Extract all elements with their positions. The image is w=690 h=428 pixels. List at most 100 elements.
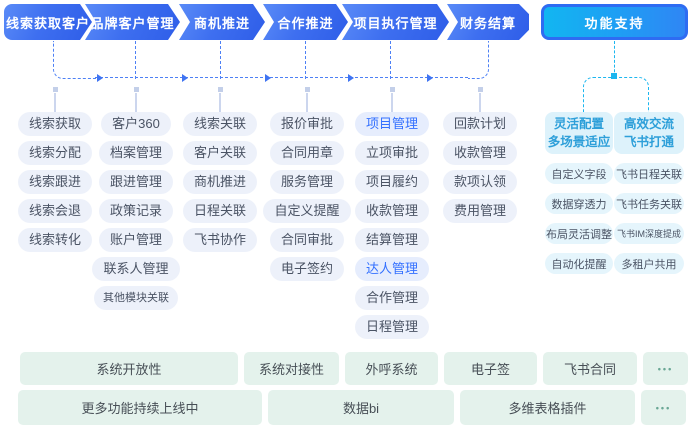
flow-rail-corner-left [53, 41, 96, 79]
feature-pill: 报价审批 [269, 112, 344, 136]
bottom-button: 系统开放性 [20, 352, 238, 385]
flow-stage-4: 合作推进 [263, 4, 348, 40]
flow-rail-drop [390, 41, 391, 79]
bottom-button: 更多功能持续上线中 [18, 390, 262, 425]
feature-pill: 线索获取 [17, 112, 92, 136]
feature-pill: 款项认领 [442, 170, 517, 194]
feature-pill: 商机推进 [182, 170, 257, 194]
feature-column-4: 报价审批合同用章服务管理自定义提醒合同审批电子签约 [252, 112, 362, 281]
bottom-button: 数据bi [268, 390, 454, 425]
flow-rail-drop [220, 41, 221, 79]
feature-column-2: 客户360 档案管理跟进管理政策记录账户管理联系人管理其他模块关联 [81, 112, 191, 310]
feature-pill: 收款管理 [354, 199, 429, 223]
feature-pill: 电子签约 [269, 257, 344, 281]
flow-stage-2: 品牌客户管理 [85, 4, 180, 40]
support-group-1: 灵活配置多场景适应自定义字段数据穿透力布局灵活调整自动化提醒 [545, 112, 613, 274]
more-dots-button: ••• [643, 352, 688, 385]
feature-pill: 联系人管理 [92, 257, 180, 281]
feature-pill: 客户关联 [182, 141, 257, 165]
feature-pill: 线索分配 [17, 141, 92, 165]
support-pill: 自动化提醒 [545, 253, 613, 274]
support-group-2: 高效交流飞书打通飞书日程关联飞书任务关联飞书IM深度提成多租户共用 [614, 112, 684, 274]
column-stem-dot [478, 87, 483, 92]
feature-pill: 服务管理 [269, 170, 344, 194]
rail-arrow-icon [182, 73, 188, 82]
support-pill: 数据穿透力 [545, 193, 613, 214]
feature-pill: 立项审批 [354, 141, 429, 165]
feature-pill: 费用管理 [442, 199, 517, 223]
support-header-line1: 高效交流 [623, 116, 674, 131]
column-stem-dot [218, 87, 223, 92]
support-pill: 自定义字段 [545, 163, 613, 184]
feature-pill: 项目管理 [354, 112, 429, 136]
feature-pill: 日程关联 [182, 199, 257, 223]
column-stem-dot [305, 87, 310, 92]
support-connector-drop [614, 41, 615, 77]
rail-arrow-icon [427, 73, 433, 82]
feature-pill: 跟进管理 [98, 170, 173, 194]
feature-pill: 其他模块关联 [94, 286, 178, 310]
column-stem-dot [390, 87, 395, 92]
feature-pill: 合作管理 [354, 286, 429, 310]
bottom-button: 系统对接性 [244, 352, 339, 385]
support-connector-branch-left [583, 77, 615, 113]
support-pill: 多租户共用 [614, 253, 684, 274]
feature-pill: 自定义提醒 [263, 199, 351, 223]
feature-pill: 合同审批 [269, 228, 344, 252]
feature-pill: 线索跟进 [17, 170, 92, 194]
support-pill: 飞书IM深度提成 [614, 223, 684, 244]
support-pill: 布局灵活调整 [545, 223, 613, 244]
feature-pill: 合同用章 [269, 141, 344, 165]
bottom-row-1: 系统开放性系统对接性外呼系统电子签飞书合同••• [20, 352, 688, 385]
feature-pill: 飞书协作 [182, 228, 257, 252]
feature-pill: 线索会退 [17, 199, 92, 223]
feature-pill: 回款计划 [442, 112, 517, 136]
column-stem [219, 93, 221, 112]
support-pill: 飞书任务关联 [614, 193, 684, 214]
support-header-line2: 飞书打通 [623, 135, 674, 149]
feature-pill: 线索转化 [17, 228, 92, 252]
support-connector-branch-right [614, 77, 649, 113]
support-group-header: 高效交流飞书打通 [614, 112, 684, 154]
flow-rail-drop [135, 41, 136, 79]
rail-arrow-icon [97, 73, 103, 82]
feature-pill: 达人管理 [354, 257, 429, 281]
support-connector-dot [611, 73, 617, 79]
support-header-line2: 多场景适应 [547, 135, 611, 149]
column-stem-dot [134, 87, 139, 92]
feature-pill: 政策记录 [98, 199, 173, 223]
bottom-button: 电子签 [444, 352, 537, 385]
bottom-button: 飞书合同 [543, 352, 637, 385]
feature-pill: 结算管理 [354, 228, 429, 252]
support-button: 功能支持 [541, 4, 688, 40]
column-stem [391, 93, 393, 112]
flow-rail-line [95, 76, 468, 78]
flow-stage-6: 财务结算 [447, 4, 529, 40]
flow-rail-corner-right [468, 41, 489, 79]
feature-pill: 收款管理 [442, 141, 517, 165]
feature-column-1: 线索获取线索分配线索跟进线索会退线索转化 [0, 112, 110, 252]
feature-pill: 档案管理 [98, 141, 173, 165]
support-group-header: 灵活配置多场景适应 [545, 112, 613, 154]
column-stem [306, 93, 308, 112]
flow-stage-1: 线索获取客户 [4, 4, 92, 40]
column-stem [479, 93, 481, 112]
feature-column-6: 回款计划收款管理款项认领费用管理 [425, 112, 535, 223]
rail-arrow-icon [265, 73, 271, 82]
feature-pill: 项目履约 [354, 170, 429, 194]
feature-pill: 客户360 [101, 112, 171, 136]
more-dots-button: ••• [641, 390, 686, 425]
feature-pill: 日程管理 [354, 315, 429, 339]
column-stem [54, 93, 56, 112]
flow-rail-drop [305, 41, 306, 79]
support-header-line1: 灵活配置 [553, 116, 604, 131]
bottom-button: 外呼系统 [345, 352, 438, 385]
support-pill: 飞书日程关联 [614, 163, 684, 184]
flow-stage-3: 商机推进 [179, 4, 265, 40]
feature-pill: 线索关联 [182, 112, 257, 136]
feature-pill: 账户管理 [98, 228, 173, 252]
column-stem [135, 93, 137, 112]
rail-arrow-icon [348, 73, 354, 82]
bottom-button: 多维表格插件 [460, 390, 635, 425]
